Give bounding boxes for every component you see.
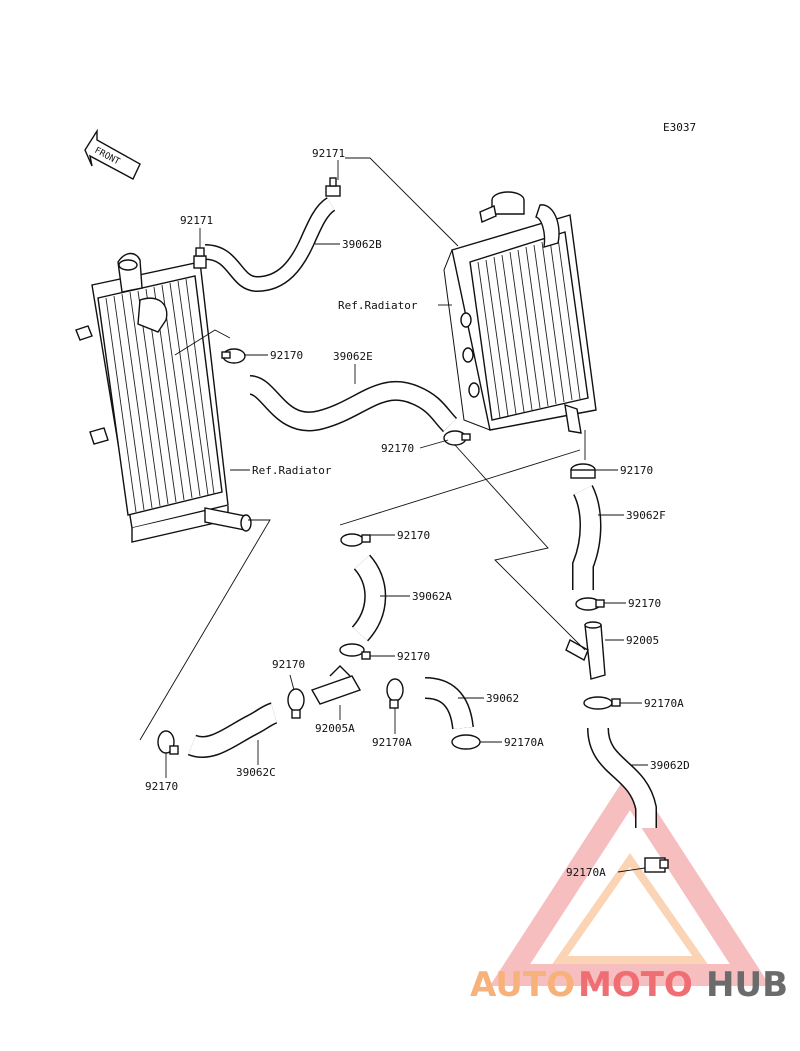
label-39062B: 39062B xyxy=(342,238,382,251)
clamp-92170-d xyxy=(575,597,605,611)
hose-39062B xyxy=(204,197,336,293)
label-39062D: 39062D xyxy=(650,759,690,772)
hose-39062E xyxy=(248,375,458,433)
label-92005: 92005 xyxy=(626,634,659,647)
callout-labels: 92171 92171 39062B Ref.Radiator 92170 39… xyxy=(145,147,690,879)
label-92171-left: 92171 xyxy=(180,214,213,227)
label-92170-h: 92170 xyxy=(145,780,178,793)
label-92170-c: 92170 xyxy=(620,464,653,477)
joint-92005 xyxy=(565,621,606,680)
joint-92005A xyxy=(310,665,362,705)
diagram-code: E3037 xyxy=(663,121,696,134)
label-92170-f: 92170 xyxy=(397,650,430,663)
clamp-92170-c xyxy=(570,463,596,479)
label-92170A-d: 92170A xyxy=(566,866,606,879)
label-39062A: 39062A xyxy=(412,590,452,603)
clamp-92170-a xyxy=(221,348,246,364)
hose-39062A xyxy=(351,554,387,642)
label-92170-a: 92170 xyxy=(270,349,303,362)
clamp-92171-top xyxy=(325,177,341,197)
watermark-auto: AUTO xyxy=(470,965,575,1005)
clamp-92170A-d xyxy=(644,857,669,873)
watermark-hub: HUB xyxy=(706,965,788,1005)
label-ref-radiator-left: Ref.Radiator xyxy=(252,464,332,477)
leader-lines xyxy=(139,157,648,873)
watermark-moto: MOTO xyxy=(578,965,693,1005)
label-92170A-b: 92170A xyxy=(372,736,412,749)
label-92170-g: 92170 xyxy=(272,658,305,671)
label-92171-top: 92171 xyxy=(312,147,345,160)
label-92170A-a: 92170A xyxy=(644,697,684,710)
clamp-92170A-c xyxy=(451,734,481,750)
label-92170-b: 92170 xyxy=(381,442,414,455)
label-39062: 39062 xyxy=(486,692,519,705)
front-arrow-icon: FRONT xyxy=(84,128,141,180)
hose-39062C xyxy=(187,702,278,758)
right-radiator xyxy=(443,191,597,434)
clamp-92170-f xyxy=(339,643,371,660)
label-39062E: 39062E xyxy=(333,350,373,363)
watermark-logo xyxy=(489,769,771,986)
hose-39062F xyxy=(572,485,602,590)
label-92170-d: 92170 xyxy=(628,597,661,610)
label-92005A: 92005A xyxy=(315,722,355,735)
hose-39062D xyxy=(587,727,657,828)
label-92170A-c: 92170A xyxy=(504,736,544,749)
label-92170-e: 92170 xyxy=(397,529,430,542)
clamp-92170-e xyxy=(340,533,371,547)
label-ref-radiator-right: Ref.Radiator xyxy=(338,299,418,312)
clamp-92170A-a xyxy=(583,696,621,710)
clamp-92170-h xyxy=(157,730,179,755)
label-39062F: 39062F xyxy=(626,509,666,522)
clamp-92171-left xyxy=(193,247,207,269)
clamp-92170-g xyxy=(287,688,305,719)
left-radiator xyxy=(75,252,252,543)
clamp-92170-b xyxy=(443,430,471,446)
hose-39062 xyxy=(424,677,474,730)
label-39062C: 39062C xyxy=(236,766,276,779)
watermark-text: AUTO MOTO HUB xyxy=(470,965,788,1005)
clamp-92170A-b xyxy=(386,678,404,709)
